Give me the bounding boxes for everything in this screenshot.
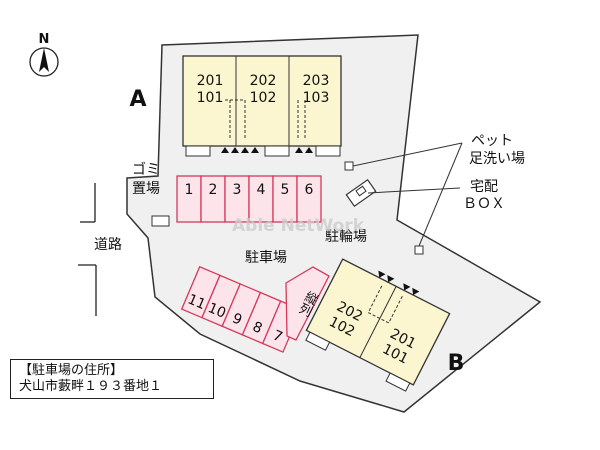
- unit-a3-upper: 203: [303, 73, 330, 89]
- parking-label-4: 4: [257, 182, 266, 198]
- unit-a1-upper: 201: [197, 73, 224, 89]
- parking-label-3: 3: [233, 182, 242, 198]
- unit-a1-lower: 101: [197, 90, 224, 106]
- parking-lot-label: 駐車場: [245, 249, 287, 266]
- bike-parking-label: 駐輪場: [325, 228, 367, 245]
- delivery-label-2: ＢＯＸ: [463, 196, 505, 212]
- pet-label-2: 足洗い場: [469, 151, 525, 167]
- pet-leader-line-2: [418, 142, 463, 247]
- pet-leader-line: [352, 142, 463, 167]
- unit-a2-lower: 102: [250, 90, 277, 106]
- pet-label-1: ペット: [471, 133, 513, 149]
- parking-space-4: [248, 175, 274, 223]
- unit-a3-lower: 103: [303, 90, 330, 106]
- building-a: 201 101 202 102 203 103: [182, 55, 342, 157]
- delivery-leader-line: [367, 187, 461, 194]
- pet-foot-wash-marker-2: [414, 245, 424, 255]
- garbage-area: [151, 215, 170, 227]
- building-b: 202 102 201 101: [305, 258, 451, 392]
- garbage-label-2: 置場: [132, 181, 160, 197]
- building-b-label: B: [448, 351, 465, 376]
- watermark: Able NetWork: [232, 216, 365, 236]
- delivery-box-icon: [345, 178, 377, 208]
- pet-foot-wash-marker: [344, 161, 354, 171]
- parking-label-6: 6: [305, 182, 314, 198]
- parking-space-3: [224, 175, 250, 223]
- parking-space-2: [200, 175, 226, 223]
- parking-label-1: 1: [185, 182, 194, 198]
- garbage-label-1: ゴミ: [132, 161, 160, 178]
- parking-label-2: 2: [209, 182, 218, 198]
- north-label: N: [39, 32, 50, 47]
- address-value: 犬山市藪畔１９３番地１: [19, 379, 163, 394]
- delivery-label-1: 宅配: [470, 179, 498, 195]
- parking-label-11: 11: [185, 291, 208, 313]
- north-arrow-icon: N: [29, 32, 59, 77]
- parking-label-10: 10: [205, 300, 228, 322]
- road-markings: [78, 183, 97, 316]
- address-title: 【駐車場の住所】: [19, 363, 124, 378]
- parking-row-top: 1 2 3 4 5 6: [176, 175, 322, 223]
- parking-space-5: [272, 175, 298, 223]
- parking-tandem-strip: [285, 266, 330, 341]
- road-label: 道路: [94, 237, 122, 253]
- unit-a2-upper: 202: [250, 73, 277, 89]
- address-box: 【駐車場の住所】 犬山市藪畔１９３番地１: [10, 359, 214, 399]
- parking-space-6: [296, 175, 322, 223]
- building-a-label: A: [129, 87, 146, 112]
- parking-label-5: 5: [281, 182, 290, 198]
